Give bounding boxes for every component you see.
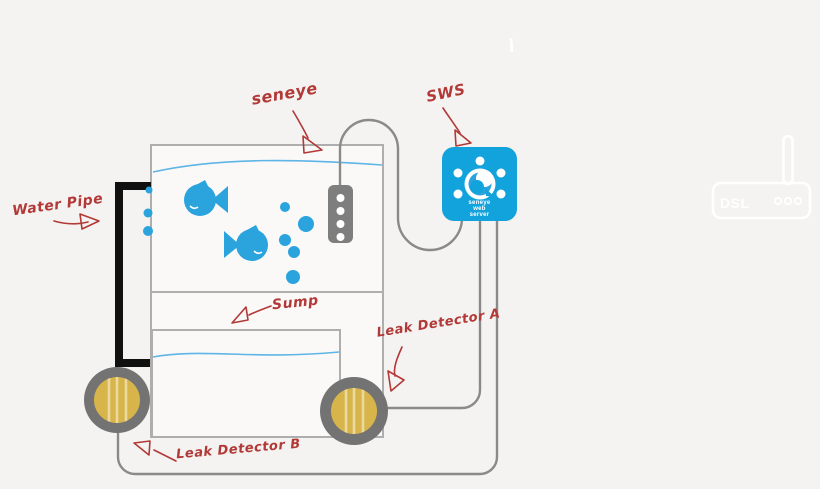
- sws-arrow: [442, 107, 461, 134]
- sws-to-detector-a-cable: [352, 221, 482, 410]
- annotation-arrows: [53, 107, 472, 462]
- fish-right: [224, 225, 268, 261]
- leak-detector-a-arrow: [393, 346, 403, 377]
- tank-waterline: [152, 159, 383, 173]
- sws-to-detector-b-cable: [116, 221, 499, 476]
- leak-detector-a: [320, 377, 388, 445]
- sws-device-box: [442, 147, 517, 221]
- seneye-probe: [328, 185, 353, 243]
- water-pipe: [115, 182, 151, 367]
- sump-waterline: [152, 351, 340, 358]
- seneye-arrow: [292, 110, 309, 139]
- dsl-router-label: DSL: [720, 195, 750, 211]
- leak-detector-b: [84, 367, 150, 433]
- sump-arrow: [248, 305, 272, 316]
- stray-white-tick: [509, 37, 514, 53]
- dsl-router: [509, 37, 812, 220]
- leak-detector-b-arrow: [153, 449, 177, 462]
- fish-left: [184, 180, 228, 216]
- cables: [116, 118, 499, 476]
- router-antenna-icon: [782, 134, 794, 186]
- probe-to-sws-cable: [338, 118, 464, 252]
- sws-device-text: seneye web server: [468, 200, 491, 218]
- bubbles: [143, 186, 314, 284]
- water-pipe-arrow: [53, 220, 89, 225]
